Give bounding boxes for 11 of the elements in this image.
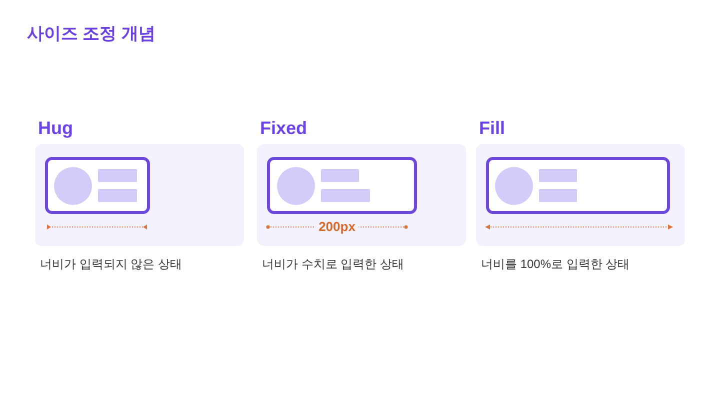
dimension-label: 200px xyxy=(316,219,358,235)
node-label: 너비를 100%로 입력한 상태 xyxy=(481,256,630,273)
card-outline xyxy=(486,157,670,214)
card-outline xyxy=(45,157,150,214)
node-label: 너비가 입력되지 않은 상태 xyxy=(40,256,182,273)
page-title: 사이즈 조정 개념 xyxy=(27,23,156,45)
panel-heading: Hug xyxy=(38,117,73,140)
panel-heading: Fixed xyxy=(260,117,308,140)
card-outline xyxy=(267,157,417,214)
panel-heading: Fill xyxy=(479,117,505,140)
node-label: 너비가 수치로 입력한 상태 xyxy=(262,256,404,273)
